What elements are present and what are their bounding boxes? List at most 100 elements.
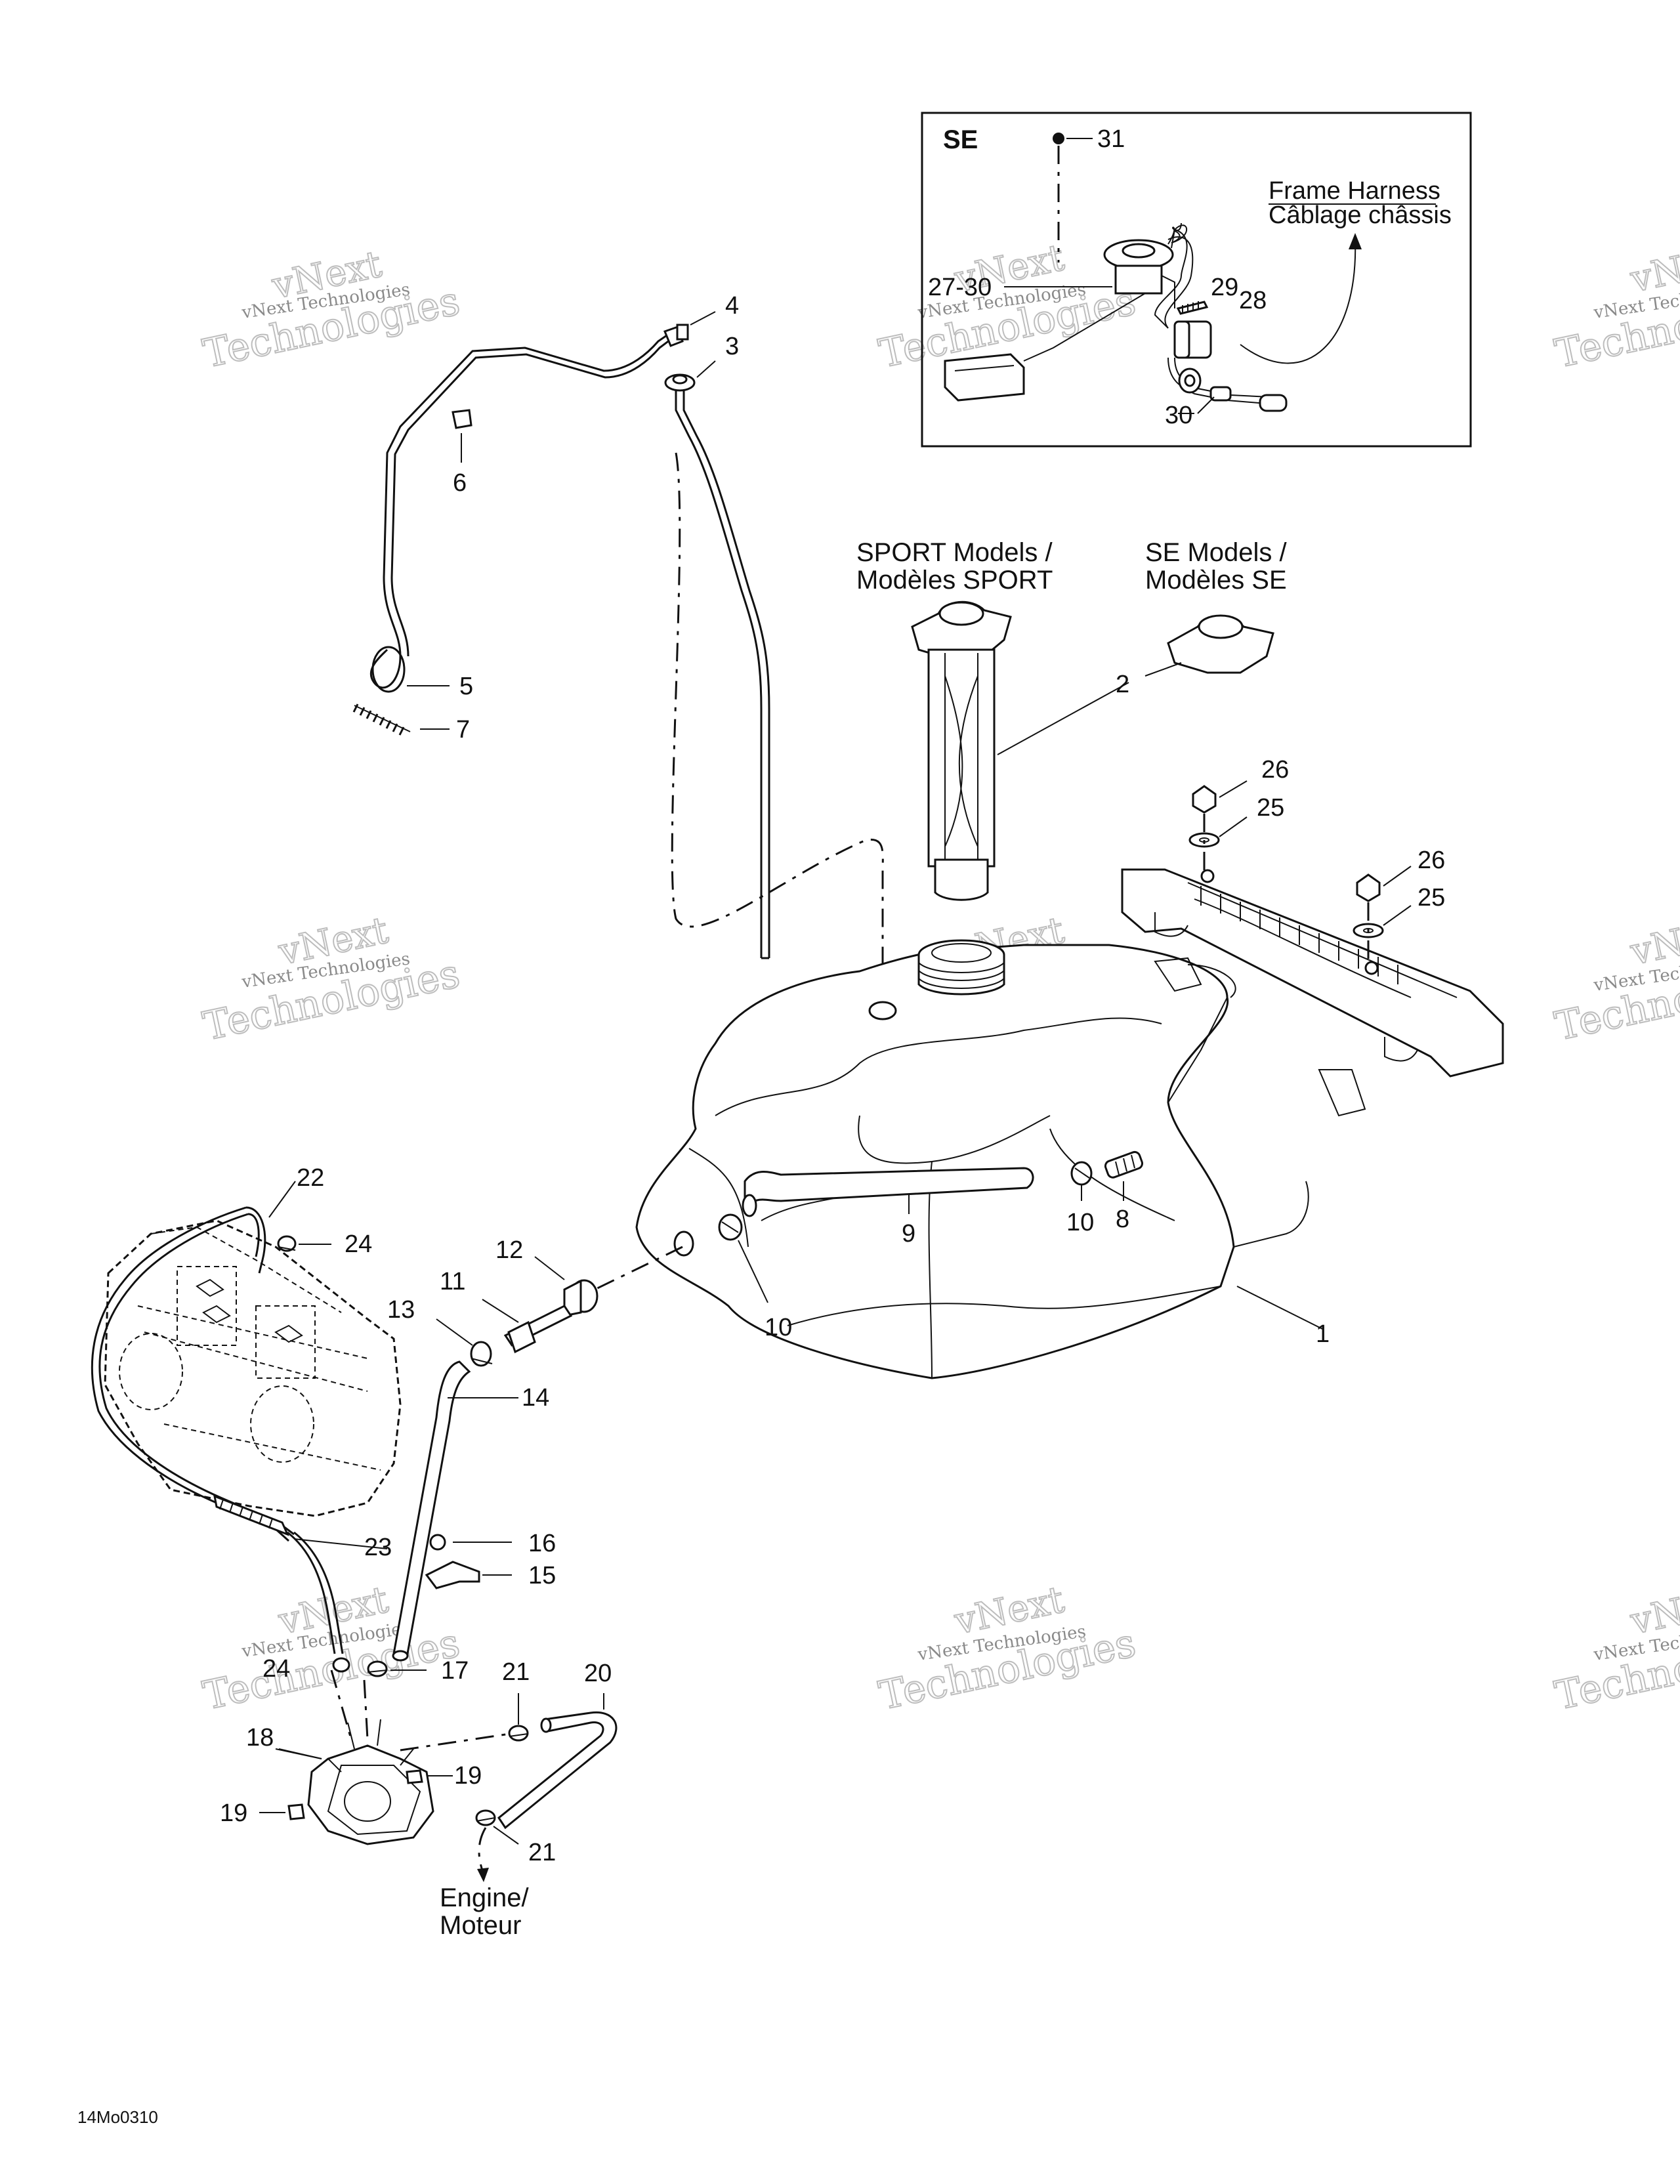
vent-centerline <box>671 452 884 1014</box>
callout-25a: 25 <box>1257 794 1284 822</box>
part-14-fuel-hose <box>392 1360 471 1662</box>
se-models-caption: SE Models / <box>1145 538 1288 567</box>
part-30-grommet <box>1178 368 1232 402</box>
watermark-mid-left: vNext Technologies vNext Technologies <box>199 908 465 1051</box>
part-10-clamp-a <box>718 1213 743 1241</box>
part-24-clamp-b <box>332 1657 350 1673</box>
vent-hose-inner <box>390 337 673 657</box>
leader-26a <box>1219 780 1248 798</box>
callout-15: 15 <box>528 1562 556 1589</box>
part-4-elbow-fitting <box>663 324 689 347</box>
watermark-line1: vNext <box>1626 1578 1680 1643</box>
harness-route-arrow <box>1240 239 1356 364</box>
part-3-grommet <box>664 373 696 392</box>
callout-31: 31 <box>1097 125 1125 153</box>
leader-2 <box>997 682 1129 755</box>
part-11-outlet-fitting <box>503 1305 573 1354</box>
leader-21b <box>493 1826 519 1845</box>
inset-title: SE <box>943 125 978 154</box>
part-19-screw-a <box>406 1769 423 1784</box>
part-10-clamp-b <box>1070 1161 1093 1186</box>
part-21-clamp-a <box>508 1725 529 1742</box>
callout-8: 8 <box>1116 1206 1129 1233</box>
part-8-fitting <box>1104 1150 1144 1179</box>
callout-11: 11 <box>440 1268 465 1295</box>
callout-26a: 26 <box>1261 756 1289 784</box>
callout-1: 1 <box>1316 1320 1330 1348</box>
part-26-nut-b <box>1356 873 1381 902</box>
figure-code: 14Mo0310 <box>77 2107 158 2127</box>
part-20-fuel-hose <box>497 1711 618 1830</box>
part-21-clamp-b <box>475 1809 496 1826</box>
callout-5: 5 <box>459 673 473 700</box>
callout-10b: 10 <box>1066 1209 1094 1236</box>
callout-21b: 21 <box>528 1839 556 1866</box>
callout-27-30: 27-30 <box>928 274 992 301</box>
se-models-caption-fr: Modèles SE <box>1145 566 1287 595</box>
callout-30: 30 <box>1165 402 1192 429</box>
callout-2: 2 <box>1116 671 1129 698</box>
watermark-top-right: vNext Technologies vNext Technologies <box>1551 236 1680 378</box>
part-17-clamp <box>367 1660 388 1677</box>
sender-wire <box>1154 226 1188 329</box>
callout-24a: 24 <box>345 1230 372 1258</box>
tank-hold-down-bracket <box>1121 868 1504 1078</box>
part-2-fuel-cap-sport <box>911 600 1012 901</box>
part-24-clamp-a <box>277 1235 297 1252</box>
part-29-terminal <box>1176 301 1209 315</box>
part-16-nut <box>429 1534 446 1551</box>
sport-models-caption-fr: Modèles SPORT <box>856 566 1053 595</box>
callout-21a: 21 <box>502 1658 530 1686</box>
part-2-fuel-cap-se <box>1167 614 1274 674</box>
part-26-nut-a <box>1192 785 1217 814</box>
callout-12: 12 <box>495 1236 523 1264</box>
callout-4: 4 <box>725 292 739 320</box>
callout-29: 29 <box>1211 274 1238 301</box>
part-13-clamp <box>470 1341 493 1367</box>
callout-3: 3 <box>725 333 739 360</box>
engine-caption: Engine/ <box>440 1883 530 1912</box>
leader-25a <box>1219 816 1248 837</box>
callout-24b: 24 <box>262 1655 290 1683</box>
leader-3 <box>696 360 716 378</box>
part-9-fuel-pickup-tube <box>742 1167 1034 1217</box>
callout-19b: 19 <box>220 1799 247 1827</box>
frame-harness-label: Frame Harness <box>1269 177 1440 205</box>
callout-23: 23 <box>364 1534 392 1561</box>
watermark-bottom-right: vNext Technologies vNext Technologies <box>1551 1578 1680 1720</box>
callout-19a: 19 <box>454 1762 482 1790</box>
callout-13: 13 <box>387 1296 415 1324</box>
frame-harness-fr-label: Câblage châssis <box>1269 201 1452 229</box>
callout-20: 20 <box>584 1660 612 1687</box>
leader-4 <box>690 311 716 326</box>
part-22-impulse-hose <box>91 1206 295 1542</box>
callout-22: 22 <box>297 1164 324 1192</box>
callout-17: 17 <box>441 1657 469 1685</box>
part-18-fuel-pump <box>307 1719 434 1845</box>
part-6-clip <box>452 409 472 429</box>
vent-hose-outer <box>369 330 673 689</box>
callout-9: 9 <box>902 1220 915 1248</box>
vent-tube-right <box>682 390 770 958</box>
callout-18: 18 <box>246 1724 274 1752</box>
callout-28: 28 <box>1239 287 1267 314</box>
watermark-top-left: vNext Technologies vNext Technologies <box>199 242 465 378</box>
part-31-plug <box>1053 133 1064 144</box>
leader-25b <box>1383 905 1412 926</box>
arrowhead <box>1349 233 1362 249</box>
leader-10a <box>738 1240 768 1303</box>
leader-11 <box>482 1299 519 1323</box>
sender-wire-2 <box>1164 236 1194 329</box>
se-inset: SE 31 27-30 2 <box>921 112 1472 448</box>
part-7-spring <box>352 704 411 736</box>
leader-22 <box>268 1181 296 1218</box>
callout-14: 14 <box>522 1384 549 1412</box>
callout-6: 6 <box>453 469 467 497</box>
watermark-line1: vNext <box>1626 236 1680 301</box>
engine-block <box>104 1219 402 1517</box>
part-19-screw-b <box>287 1803 305 1820</box>
leader-23 <box>293 1538 388 1549</box>
callout-25b: 25 <box>1418 884 1445 912</box>
leader-12 <box>534 1256 565 1280</box>
